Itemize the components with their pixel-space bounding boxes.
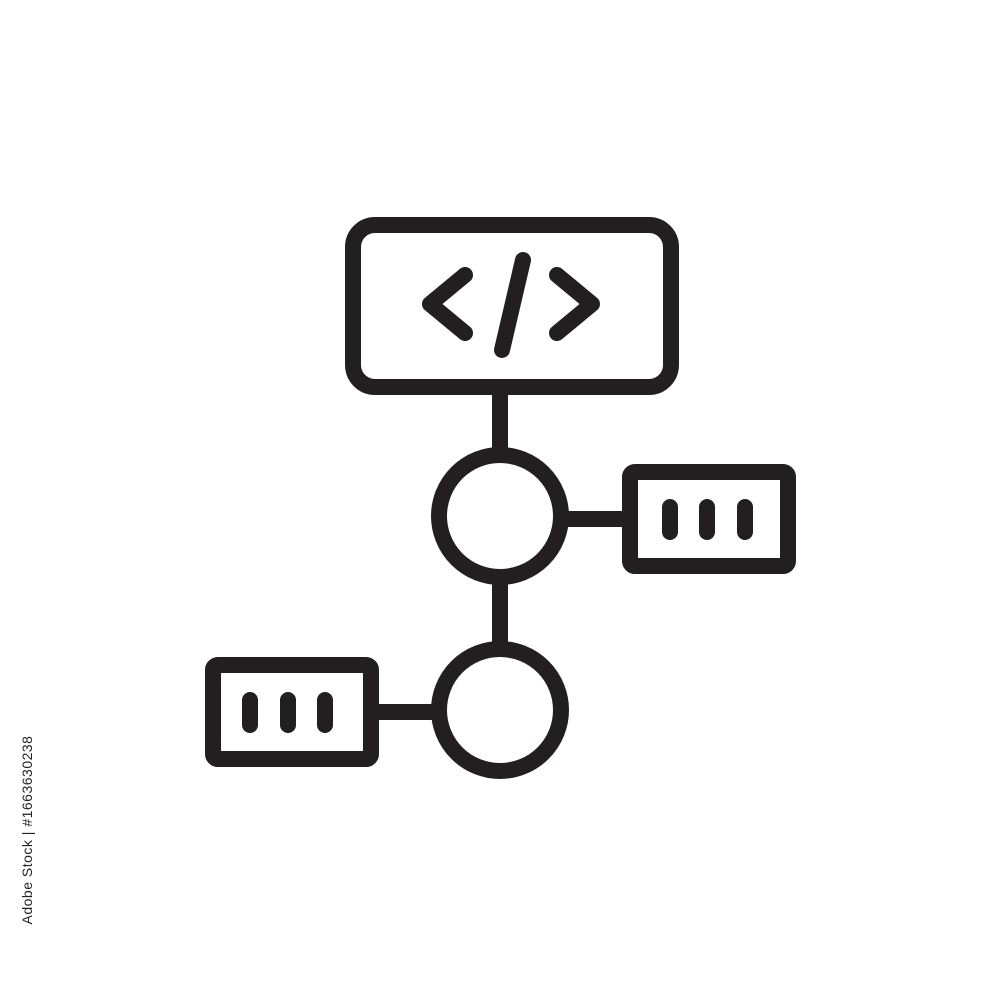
less-than-bracket [422, 267, 473, 341]
right-data-box [622, 464, 796, 574]
lower-node-circle [431, 641, 569, 779]
upper-node-circle [431, 447, 569, 585]
greater-than-bracket [549, 267, 600, 341]
stock-image-id-label: Adobe Stock | #1663630238 [19, 735, 35, 925]
slash [494, 252, 531, 358]
left-data-box [205, 657, 379, 767]
code-box [345, 217, 679, 395]
